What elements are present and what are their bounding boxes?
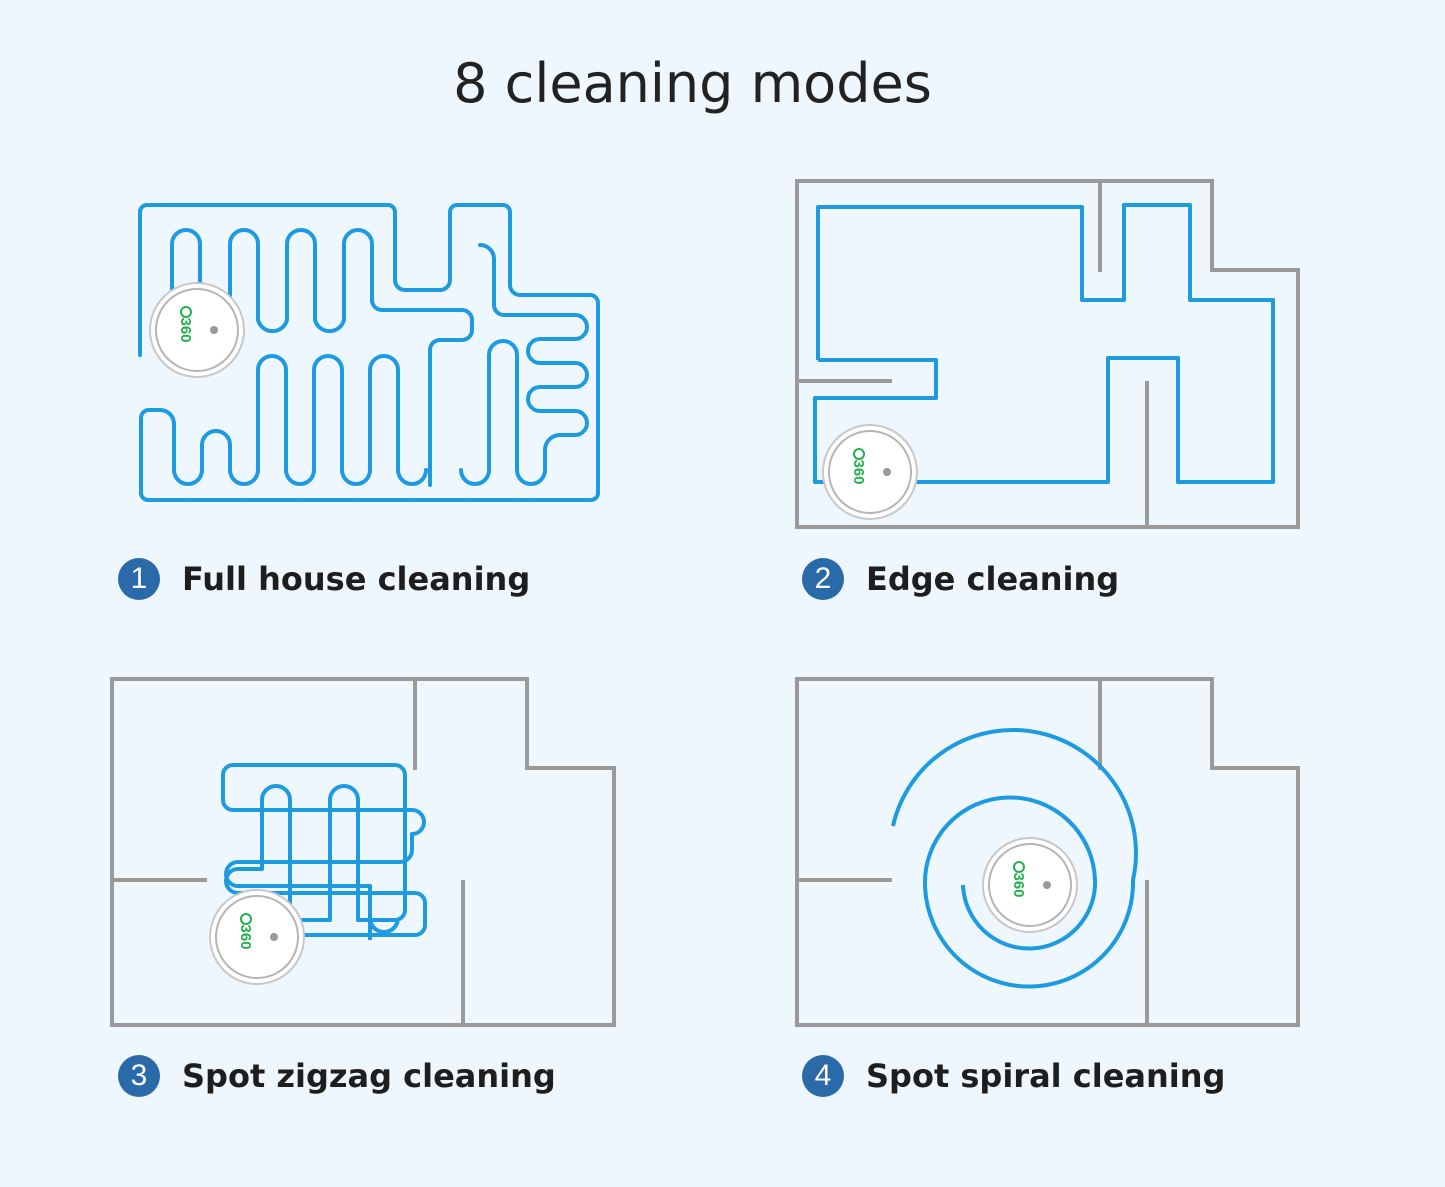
mode-title: Edge cleaning (866, 560, 1120, 598)
mode-2-label: 2 Edge cleaning (802, 558, 1119, 600)
mode-1-label: 1 Full house cleaning (118, 558, 530, 600)
diagram-edge (795, 179, 1300, 529)
mode-number-badge: 2 (802, 558, 844, 600)
mode-title: Full house cleaning (182, 560, 531, 598)
diagram-spot-spiral (795, 677, 1300, 1027)
diagram-spot-zigzag (110, 677, 616, 1027)
robot-icon (822, 424, 918, 520)
mode-title: Spot zigzag cleaning (182, 1057, 556, 1095)
robot-icon (982, 837, 1078, 933)
robot-icon (209, 889, 305, 985)
mode-3-label: 3 Spot zigzag cleaning (118, 1055, 556, 1097)
mode-4-label: 4 Spot spiral cleaning (802, 1055, 1225, 1097)
robot-icon (149, 282, 245, 378)
page-title: 8 cleaning modes (453, 52, 932, 115)
mode-number-badge: 1 (118, 558, 160, 600)
mode-title: Spot spiral cleaning (866, 1057, 1226, 1095)
mode-number-badge: 3 (118, 1055, 160, 1097)
mode-number-badge: 4 (802, 1055, 844, 1097)
